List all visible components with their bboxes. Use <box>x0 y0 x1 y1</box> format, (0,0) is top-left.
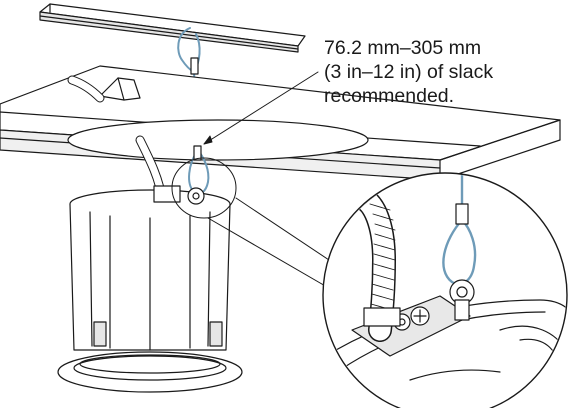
callout-line-3: recommended. <box>324 85 455 107</box>
callout-line-1: 76.2 mm–305 mm <box>324 37 482 59</box>
detail-view <box>322 172 568 408</box>
slack-recommendation-callout: 76.2 mm–305 mm (3 in–12 in) of slack rec… <box>324 36 493 108</box>
overhead-beam <box>39 3 306 53</box>
slack-callout-leader <box>203 71 319 145</box>
speaker-enclosure <box>69 189 231 351</box>
cable-ferrule-bottom <box>193 145 202 161</box>
tile-bracket <box>99 77 141 101</box>
cable-ferrule-top <box>190 57 199 75</box>
callout-line-2: (3 in–12 in) of slack <box>324 61 494 83</box>
speaker-top-bracket <box>153 185 205 205</box>
speaker-trim-ring <box>57 351 243 393</box>
